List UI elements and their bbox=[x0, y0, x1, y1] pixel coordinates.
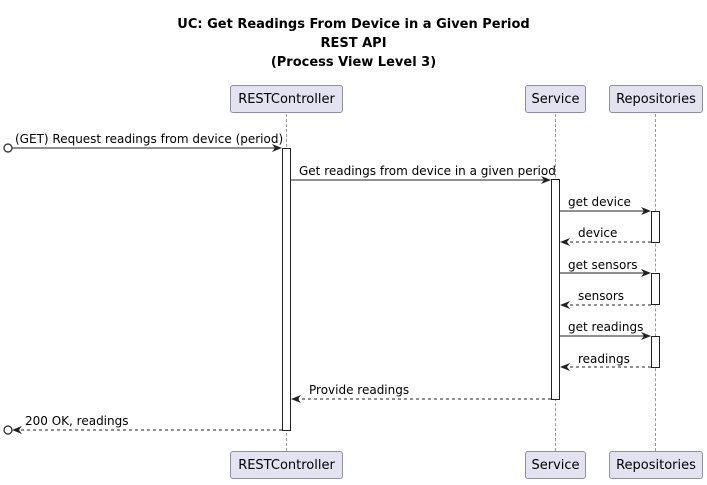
message-label-readings: readings bbox=[578, 352, 630, 366]
diagram-title-line-3: (Process View Level 3) bbox=[270, 55, 437, 70]
message-label-device: device bbox=[578, 226, 618, 240]
message-label-get-sensors: get sensors bbox=[568, 258, 638, 272]
participant-service-top: Service bbox=[525, 85, 586, 113]
lost-message-circle bbox=[3, 425, 13, 435]
activation-repositories-sensors bbox=[651, 273, 660, 305]
message-label-request-readings: (GET) Request readings from device (peri… bbox=[15, 132, 284, 146]
participant-restcontroller-top: RESTController bbox=[230, 85, 343, 113]
message-label-sensors: sensors bbox=[578, 289, 625, 303]
message-label-get-device: get device bbox=[568, 195, 631, 209]
message-label-response-ok: 200 OK, readings bbox=[25, 414, 129, 428]
activation-repositories-device bbox=[651, 211, 660, 243]
activation-restcontroller bbox=[282, 148, 291, 431]
participant-restcontroller-bottom: RESTController bbox=[230, 451, 343, 479]
message-label-provide-readings: Provide readings bbox=[309, 383, 410, 397]
message-label-get-readings: get readings bbox=[568, 320, 644, 334]
participant-repositories-top: Repositories bbox=[609, 85, 703, 113]
diagram-title-line-2: REST API bbox=[320, 36, 387, 51]
diagram-title-line-1: UC: Get Readings From Device in a Given … bbox=[177, 17, 530, 32]
activation-service bbox=[551, 179, 560, 400]
found-message-circle bbox=[3, 143, 13, 153]
message-label-get-readings-period: Get readings from device in a given peri… bbox=[299, 164, 556, 178]
participant-repositories-bottom: Repositories bbox=[609, 451, 703, 479]
participant-service-bottom: Service bbox=[525, 451, 586, 479]
activation-repositories-readings bbox=[651, 336, 660, 368]
